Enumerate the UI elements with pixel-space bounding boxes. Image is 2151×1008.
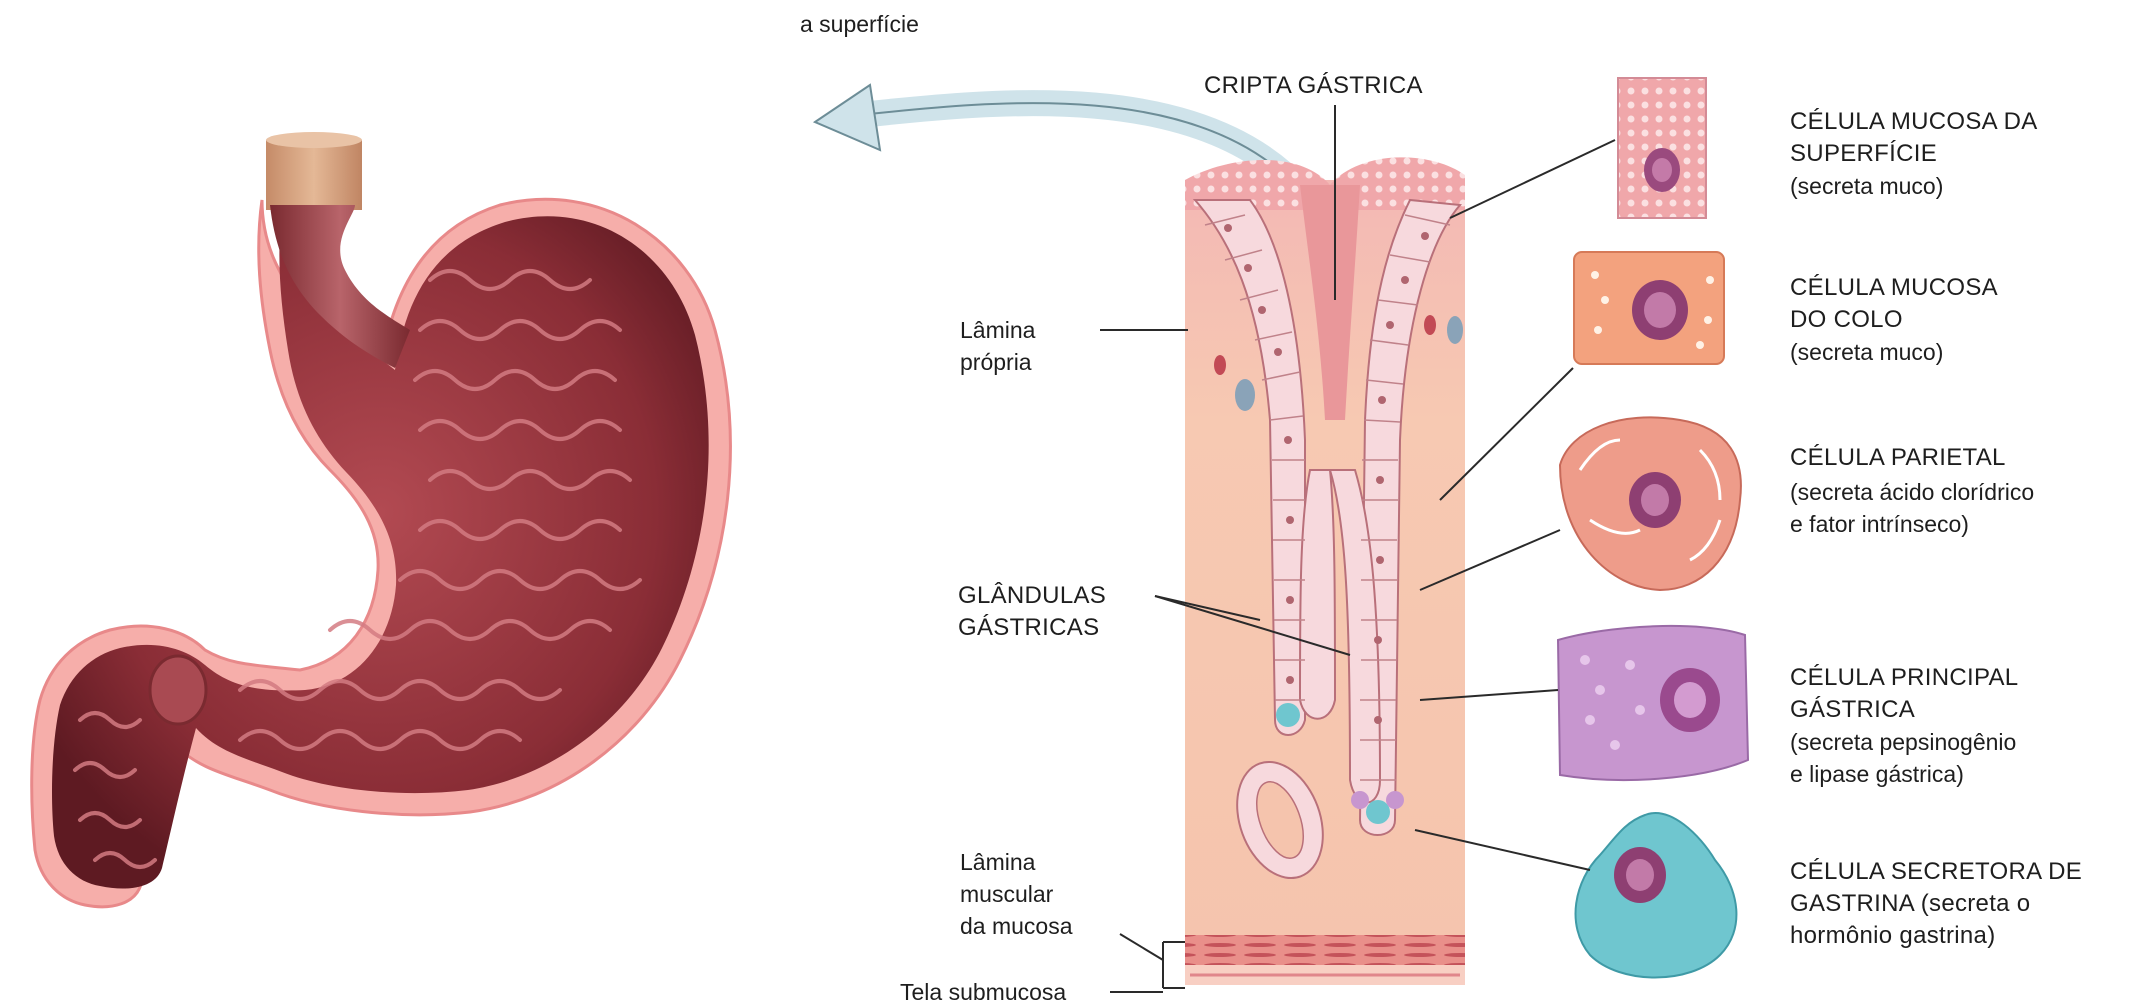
cell-1-title: CÉLULA MUCOSA DA SUPERFÍCIE — [1790, 106, 2038, 170]
cell-5-title: CÉLULA SECRETORA DE GASTRINA (secreta o … — [1790, 856, 2082, 952]
muscularis-mucosae-label: Lâmina muscular da mucosa — [960, 846, 1073, 942]
top-caption: a superfície — [800, 8, 919, 40]
pyloric-sphincter — [150, 656, 206, 724]
mucosa-section — [1185, 157, 1465, 985]
gastric-pit-label: CRIPTA GÁSTRICA — [1204, 70, 1423, 102]
cell-4-title: CÉLULA PRINCIPAL GÁSTRICA — [1790, 662, 2018, 726]
gastric-glands-label: GLÂNDULAS GÁSTRICAS — [958, 580, 1106, 644]
cell-3-desc: (secreta ácido clorídrico e fator intrín… — [1790, 476, 2034, 540]
surface-mucous-cell-icon — [1618, 78, 1706, 218]
cell-1-desc: (secreta muco) — [1790, 170, 1943, 202]
cell-icons — [1558, 78, 1748, 978]
chief-cell-icon — [1558, 626, 1748, 780]
esophagus-cap — [266, 140, 362, 210]
stomach-illustration — [32, 132, 731, 907]
parietal-cell-icon — [1560, 417, 1741, 590]
lamina-propria-label: Lâmina própria — [960, 314, 1035, 378]
cell-2-desc: (secreta muco) — [1790, 336, 1943, 368]
muscularis-band — [1185, 935, 1465, 965]
cell-4-desc: (secreta pepsinogênio e lipase gástrica) — [1790, 726, 2016, 790]
gastrin-cell-icon — [1576, 813, 1737, 977]
cell-2-title: CÉLULA MUCOSA DO COLO — [1790, 272, 1998, 336]
submucosa-label: Tela submucosa — [900, 976, 1066, 1008]
neck-mucous-cell-icon — [1574, 252, 1724, 364]
cell-3-title: CÉLULA PARIETAL — [1790, 442, 2006, 474]
